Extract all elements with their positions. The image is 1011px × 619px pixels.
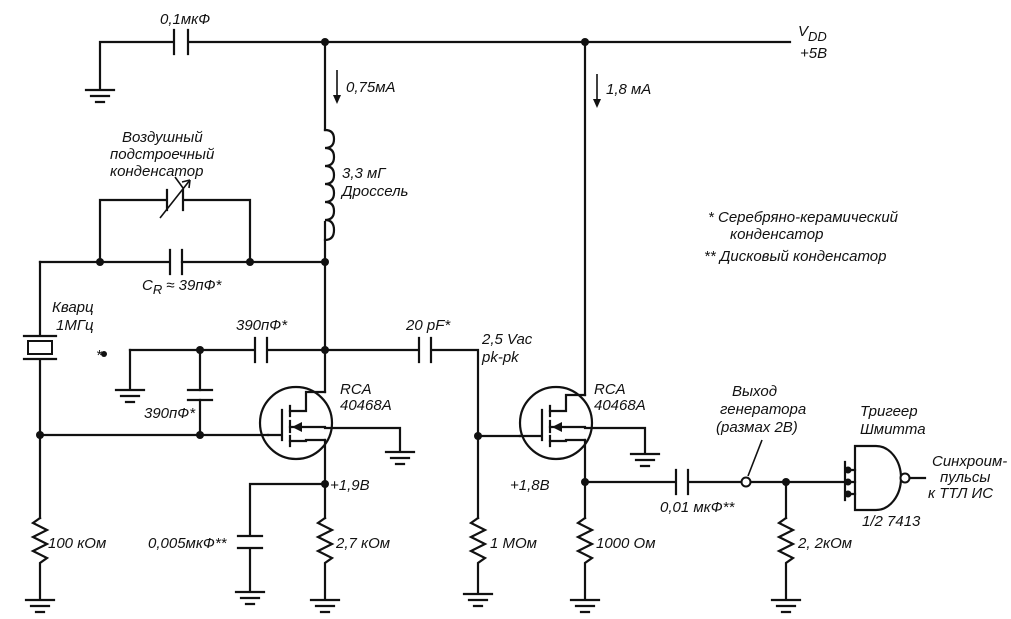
label-trimmer-1: Воздушный (122, 129, 203, 146)
label-q1-2: 40468A (340, 397, 392, 414)
label-c-top: 0,1мкФ (160, 11, 210, 28)
label-r27k: 2,7 кОм (335, 535, 390, 552)
label-c001: 0,01 мкФ** (660, 499, 735, 516)
schmitt-nand-gate (844, 444, 911, 512)
choke-inductor (323, 128, 336, 242)
label-crystal-1: Кварц (52, 299, 94, 316)
label-choke-value: 3,3 мГ (342, 165, 387, 182)
capacitor-top (172, 28, 190, 56)
label-v-q1: +1,9В (330, 477, 370, 494)
label-q2-2: 40468A (594, 397, 646, 414)
ground-symbols (24, 88, 802, 614)
capacitor-390-top (253, 336, 269, 364)
label-r1m: 1 МОм (490, 535, 537, 552)
label-trimmer-2: подстроечный (110, 146, 215, 163)
mosfet-q2 (518, 385, 594, 461)
label-current-osc: 0,75мА (346, 79, 395, 96)
label-sync-1: Синхроим- (932, 453, 1007, 470)
label-v-q2: +1,8В (510, 477, 550, 494)
label-r1000: 1000 Ом (596, 535, 656, 552)
label-trigger-1: Тригеер (860, 403, 918, 420)
label-sync-3: к ТТЛ ИС (928, 485, 993, 502)
output-testpoint (740, 439, 763, 488)
crystal (22, 334, 58, 361)
label-trimmer-3: конденсатор (110, 163, 203, 180)
label-vac-2: pk-pk (481, 349, 520, 366)
label-r22k: 2, 2кОм (797, 535, 852, 552)
label-output-2: генератора (720, 401, 806, 418)
label-c390-top: 390пФ* (236, 317, 288, 334)
label-choke-name: Дроссель (340, 183, 409, 200)
label-q1-1: RCA (340, 381, 372, 398)
label-r100k: 100 кОм (48, 535, 106, 552)
label-supply-voltage: +5В (800, 45, 827, 62)
resistor-100k (30, 516, 50, 600)
label-vac-1: 2,5 Vac (481, 331, 533, 348)
label-c390-left: 390пФ* (144, 405, 196, 422)
capacitor-001 (674, 468, 690, 496)
label-trigger-2: Шмитта (860, 421, 926, 438)
label-sync-2: пульсы (940, 469, 990, 486)
label-q2-1: RCA (594, 381, 626, 398)
mosfet-q1 (258, 385, 334, 461)
wires (38, 40, 927, 592)
trimmer-capacitor (159, 179, 191, 219)
label-note-silver-2: конденсатор (730, 226, 823, 243)
resistor-2-7k (315, 516, 335, 600)
label-c0005: 0,005мкФ** (148, 535, 228, 552)
junctions (36, 38, 790, 488)
resistor-1000 (575, 516, 595, 600)
label-current-buffer: 1,8 мА (606, 81, 651, 98)
label-crystal-2: 1МГц (56, 317, 94, 334)
resistor-1m (468, 516, 488, 594)
label-note-silver: * Серебряно-керамический (708, 209, 899, 226)
labels: 0,1мкФ VDD +5В 0,75мА 1,8 мА Воздушный п… (48, 11, 1007, 552)
label-c20: 20 pF* (405, 317, 451, 334)
label-star: * (96, 347, 103, 364)
label-output-1: Выход (732, 383, 777, 400)
label-trigger-part: 1/2 7413 (862, 513, 921, 530)
current-arrows (174, 70, 601, 189)
label-note-disc: ** Дисковый конденсатор (704, 248, 886, 265)
capacitor-390-left (186, 388, 214, 402)
capacitor-20pf (417, 336, 433, 364)
label-vdd: VDD (798, 23, 827, 44)
capacitor-0005 (236, 534, 264, 550)
resistor-2-2k (776, 516, 796, 600)
label-ck: CR≈ 39пФ* (142, 277, 222, 297)
capacitor-ck (168, 248, 184, 276)
label-output-3: (размах 2В) (716, 419, 798, 436)
